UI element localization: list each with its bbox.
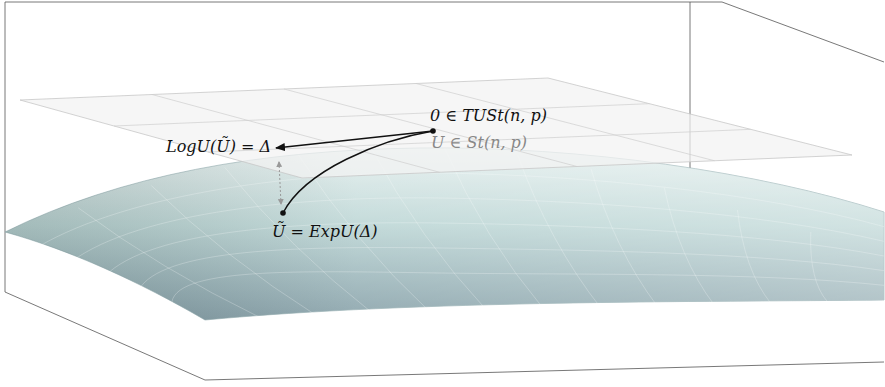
tangent-vector <box>276 131 433 148</box>
manifold-surface <box>5 148 884 320</box>
mesh-line <box>445 148 545 310</box>
mesh-line <box>416 84 715 161</box>
bounding-box <box>5 2 884 380</box>
mesh-line <box>114 104 649 126</box>
mesh-line <box>152 186 319 317</box>
mesh-line <box>284 89 577 167</box>
mesh-line <box>811 232 828 302</box>
tangent-space-label: 0 ∈ TUSt(n, p) <box>430 106 547 125</box>
mesh-line <box>664 188 714 305</box>
mesh-line <box>208 129 751 152</box>
tangent-plane <box>20 78 852 178</box>
mesh-line <box>72 198 884 262</box>
mesh-line <box>172 272 884 306</box>
point-label: U ∈ St(n, p) <box>431 133 527 152</box>
correspondence-arrow <box>279 162 281 204</box>
mesh-line <box>591 169 658 307</box>
mesh-line <box>78 208 261 318</box>
mesh-line <box>225 167 375 315</box>
log-label: LogU(Ũ) = Δ <box>166 137 271 156</box>
exp-label: Ũ = ExpU(Δ) <box>272 222 378 241</box>
mesh-line <box>152 95 440 173</box>
mesh-line <box>138 248 884 291</box>
mesh-line <box>738 210 771 303</box>
geodesic-curve <box>283 131 433 213</box>
point-origin <box>430 128 436 134</box>
point-u-tilde <box>280 210 286 216</box>
mesh-line <box>105 223 884 276</box>
mesh-line <box>518 155 601 308</box>
